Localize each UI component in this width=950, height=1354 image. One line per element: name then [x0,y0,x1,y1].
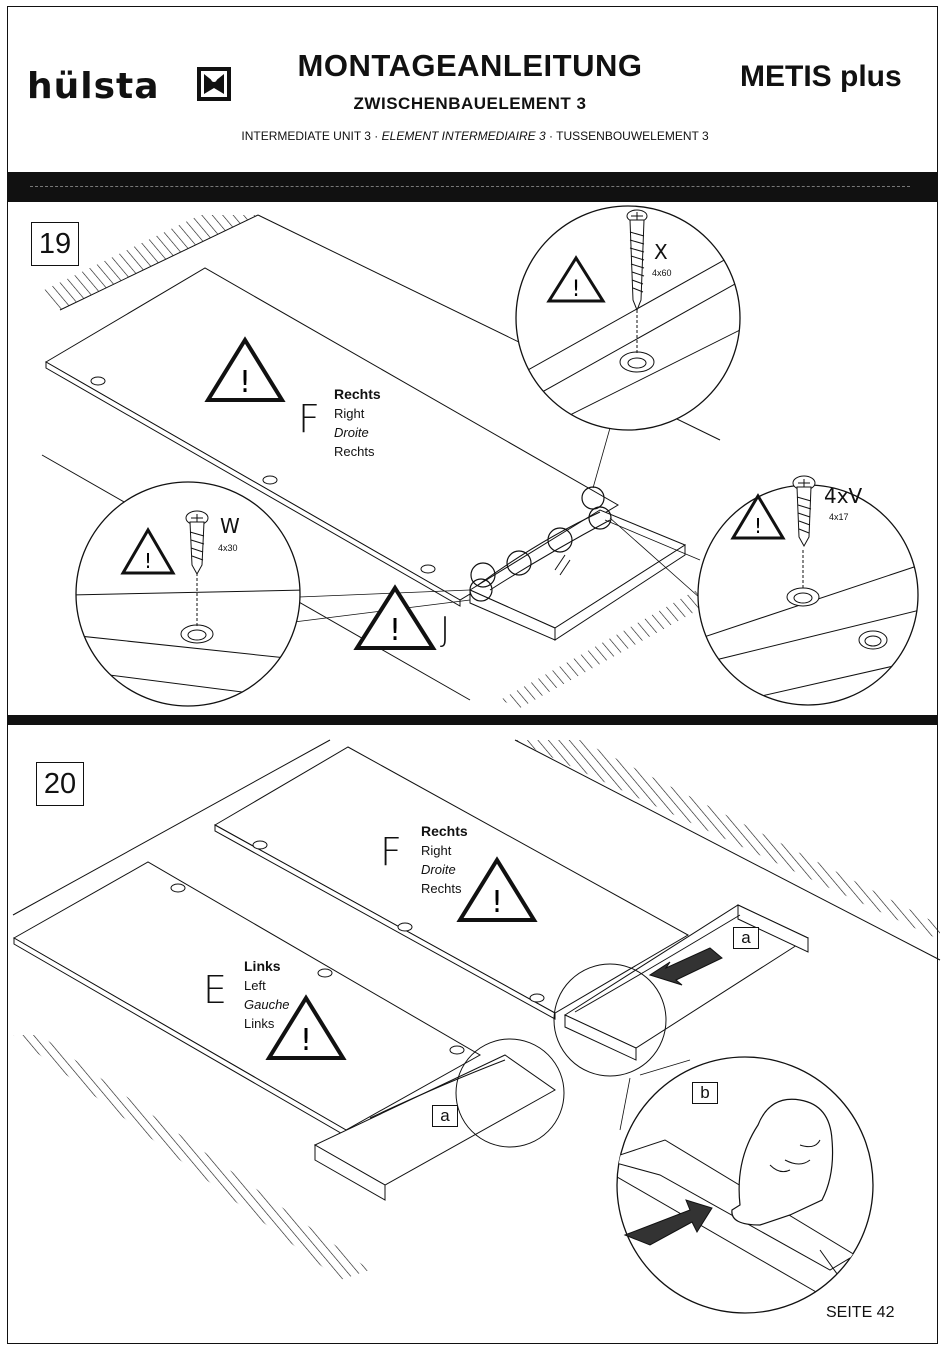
page-number: SEITE 42 [826,1304,894,1322]
side-de: Rechts [334,385,381,404]
screw-v-size: 4x17 [829,512,849,522]
side-fr: Droite [334,423,381,442]
screw-w-label: W [220,514,240,538]
side-right-fr: Droite [421,860,468,879]
side-nl: Rechts [334,442,381,461]
step20-detail-b [605,1057,873,1320]
panel-f-letter: F [298,397,320,441]
callout-b: b [692,1082,718,1104]
part-j-letter: J [440,610,450,650]
side-left-de: Links [244,957,290,976]
callout-a-left: a [432,1105,458,1127]
screw-x-label: X [654,240,668,264]
svg-text:!: ! [389,613,401,648]
side-right-de: Rechts [421,822,468,841]
screw-w-size: 4x30 [218,543,238,553]
step-number-20: 20 [36,762,84,806]
side-en: Right [334,404,381,423]
svg-text:!: ! [239,365,251,400]
screw-x-size: 4x60 [652,268,672,278]
side-left-nl: Links [244,1014,290,1033]
callout-a-right: a [733,927,759,949]
panel-e-letter: E [203,968,227,1012]
svg-text:!: ! [754,514,762,538]
step20-side-right-label: Rechts Right Droite Rechts [421,822,468,898]
side-right-nl: Rechts [421,879,468,898]
side-left-en: Left [244,976,290,995]
side-left-fr: Gauche [244,995,290,1014]
svg-text:!: ! [491,885,503,920]
screw-v-label: 4xV [824,484,862,508]
svg-text:!: ! [144,549,152,573]
warning-triangle-icon: ! [357,588,433,648]
side-right-en: Right [421,841,468,860]
panel-f-letter-20: F [380,830,402,874]
step19-side-label: Rechts Right Droite Rechts [334,385,381,461]
step-number-19: 19 [31,222,79,266]
svg-text:!: ! [572,277,581,302]
svg-text:!: ! [300,1023,312,1058]
step20-side-left-label: Links Left Gauche Links [244,957,290,1033]
